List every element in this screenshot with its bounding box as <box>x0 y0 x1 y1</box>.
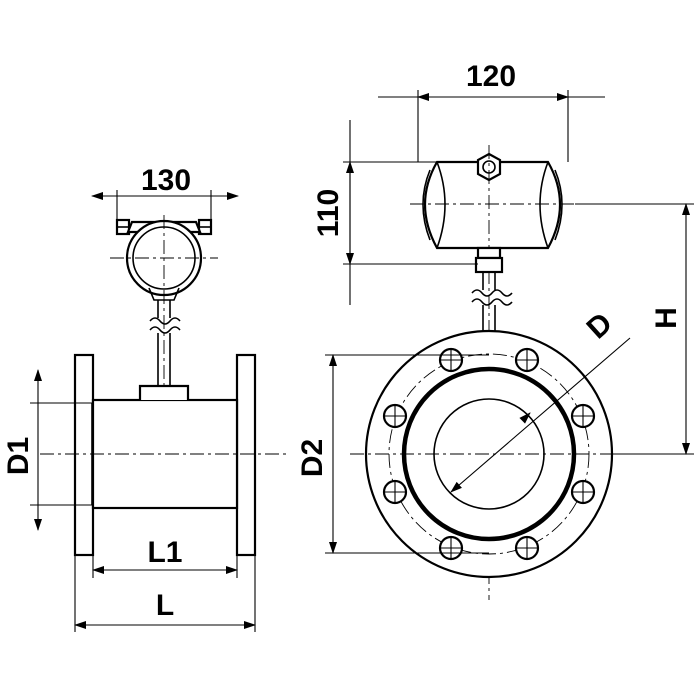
dim-label-130: 130 <box>141 164 191 197</box>
dimension-d1: D1 <box>2 369 92 531</box>
dimension-h: H <box>575 203 694 455</box>
front-neck <box>471 246 513 338</box>
dimension-110: 110 <box>312 120 478 305</box>
dimension-l1: L1 <box>92 508 238 578</box>
bolt-holes <box>382 347 596 561</box>
wire-break-icon <box>149 317 181 325</box>
dim-label-d2: D2 <box>296 439 329 477</box>
dim-label-h: H <box>650 307 683 329</box>
front-flange <box>350 329 625 579</box>
dim-label-l: L <box>156 589 174 622</box>
front-view: 120 110 H D D2 <box>296 60 694 600</box>
side-flow-body <box>40 353 290 557</box>
dim-label-l1: L1 <box>147 536 182 569</box>
dim-label-110: 110 <box>312 189 345 237</box>
dimension-130: 130 <box>91 164 239 220</box>
dimension-l: L <box>74 555 256 632</box>
dim-label-120: 120 <box>466 60 516 93</box>
side-transmitter-head <box>110 215 218 470</box>
dimension-120: 120 <box>378 60 605 162</box>
dimension-d2: D2 <box>296 354 489 554</box>
dim-label-d: D <box>581 306 619 345</box>
side-view: 130 D1 L1 L <box>2 164 290 632</box>
dim-label-d1: D1 <box>2 437 35 475</box>
side-neck <box>149 300 181 386</box>
